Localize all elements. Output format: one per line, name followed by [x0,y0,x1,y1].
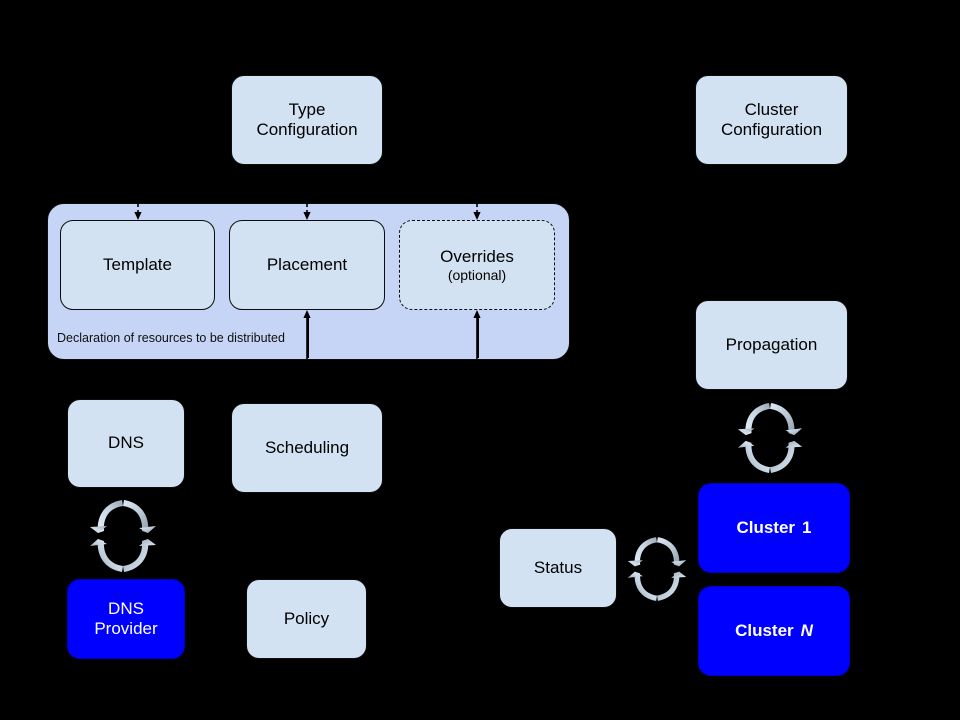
node-cluster-1-prefix: Cluster [736,517,796,537]
node-dns-provider-line2: Provider [94,619,158,638]
node-dns-provider-line1: DNS [108,598,144,618]
sync-dns-icon [90,500,156,572]
node-overrides-label: Overrides [440,246,514,266]
arrow-up-placement [303,310,311,359]
node-template[interactable]: Template [60,220,215,310]
node-dns[interactable]: DNS [67,399,185,488]
node-dns-label: DNS [108,433,144,453]
arrow-down-overrides [473,196,481,220]
node-scheduling-label: Scheduling [264,437,350,457]
panel-caption: Declaration of resources to be distribut… [57,331,285,345]
node-scheduling[interactable]: Scheduling [231,403,383,493]
node-dns-provider[interactable]: DNS Provider [67,579,185,659]
node-cluster-n-suffix: N [800,620,813,640]
node-cluster-n-prefix: Cluster [735,620,794,640]
node-propagation[interactable]: Propagation [695,300,848,390]
node-status-label: Status [533,557,583,577]
node-cluster-configuration-line1: Cluster [744,99,799,119]
node-type-configuration-line2: Configuration [256,120,358,139]
node-cluster-1-suffix: 1 [802,517,812,537]
node-policy[interactable]: Policy [246,579,367,659]
node-propagation-label: Propagation [725,334,818,354]
node-cluster-n[interactable]: Cluster N [698,586,850,676]
node-placement-label: Placement [266,254,348,274]
node-type-configuration-line1: Type [288,99,326,119]
node-template-label: Template [103,254,172,274]
node-cluster-configuration-line2: Configuration [720,120,823,139]
sync-status-icon [627,537,687,601]
arrow-up-overrides [473,310,481,359]
node-overrides[interactable]: Overrides (optional) [399,220,555,310]
node-cluster-1[interactable]: Cluster 1 [698,483,850,573]
node-status[interactable]: Status [499,528,617,608]
node-policy-label: Policy [283,608,330,628]
node-overrides-sublabel: (optional) [447,266,507,283]
node-placement[interactable]: Placement [229,220,385,310]
node-type-configuration[interactable]: Type Configuration [231,75,383,165]
arrow-down-placement [303,196,311,220]
sync-propagation-icon [737,403,803,473]
node-cluster-configuration[interactable]: Cluster Configuration [695,75,848,165]
arrow-down-template [134,196,142,220]
